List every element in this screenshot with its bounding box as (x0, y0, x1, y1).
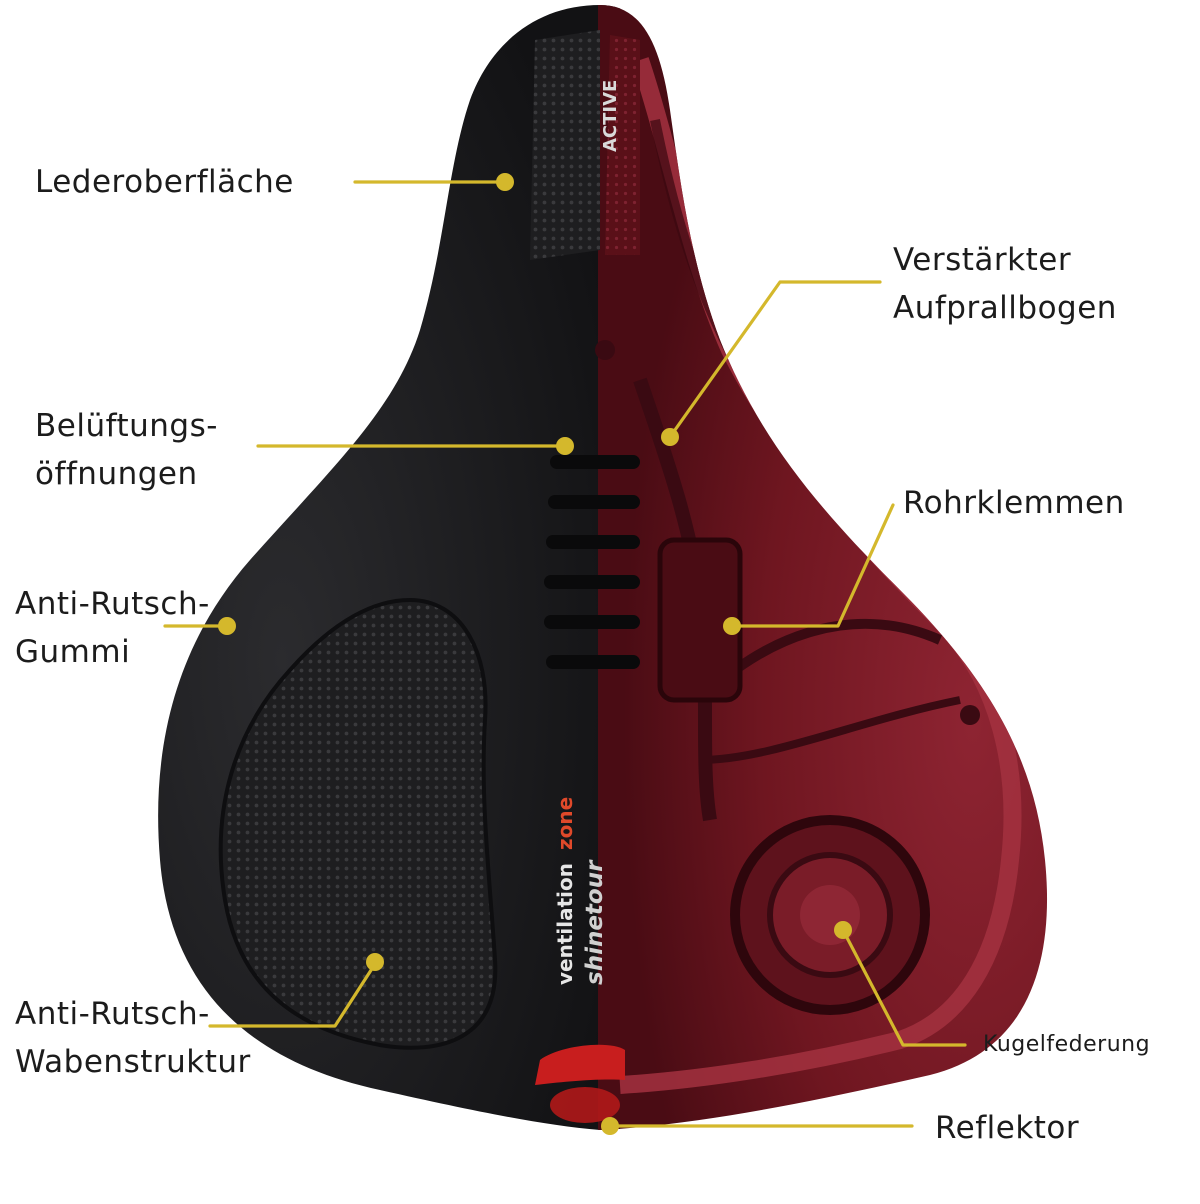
ventilation-print: ventilation (553, 863, 577, 985)
label-ball-spring: Kugelfederung (983, 1032, 1151, 1057)
label-ventilation-line2: öffnungen (35, 456, 198, 492)
anchor-reflector (601, 1117, 619, 1135)
label-reflector: Reflektor (935, 1110, 1080, 1146)
leader-ball-spring (841, 928, 967, 1047)
brand-print: shinetour (582, 859, 608, 985)
ventilation-slots (544, 455, 640, 669)
label-honeycomb-line1: Anti-Rutsch- (15, 996, 210, 1032)
anchor-anti-slip-rubber (218, 617, 236, 635)
label-impact-arc-line1: Verstärkter (893, 242, 1072, 278)
leader-tube-clamps (735, 503, 895, 628)
zone-print: zone (553, 797, 577, 850)
label-honeycomb-line2: Wabenstruktur (15, 1044, 251, 1080)
label-ventilation-line1: Belüftungs- (35, 408, 218, 444)
nose-panel (530, 30, 600, 260)
label-tube-clamps: Rohrklemmen (903, 485, 1125, 521)
label-impact-arc-line2: Aufprallbogen (893, 290, 1117, 326)
anchor-leather (496, 173, 514, 191)
honeycomb-panel (218, 597, 498, 1050)
label-anti-slip-rubber-line2: Gummi (15, 634, 131, 670)
clamp (657, 537, 743, 703)
anchor-ventilation (556, 437, 574, 455)
leader-impact-arc (668, 280, 882, 439)
reflector-shape (535, 1044, 625, 1085)
anchor-ball-spring (834, 921, 852, 939)
anchor-tube-clamps (723, 617, 741, 635)
label-leather-surface: Lederoberfläche (35, 164, 294, 200)
label-anti-slip-rubber-line1: Anti-Rutsch- (15, 586, 210, 622)
anchor-impact-arc (661, 428, 679, 446)
leader-honeycomb (208, 962, 377, 1028)
anchor-honeycomb (366, 953, 384, 971)
leader-lines (163, 173, 967, 1135)
active-print: ACTIVE (600, 80, 621, 152)
ventilation-zone-print: ventilation zone shinetour (553, 797, 608, 985)
